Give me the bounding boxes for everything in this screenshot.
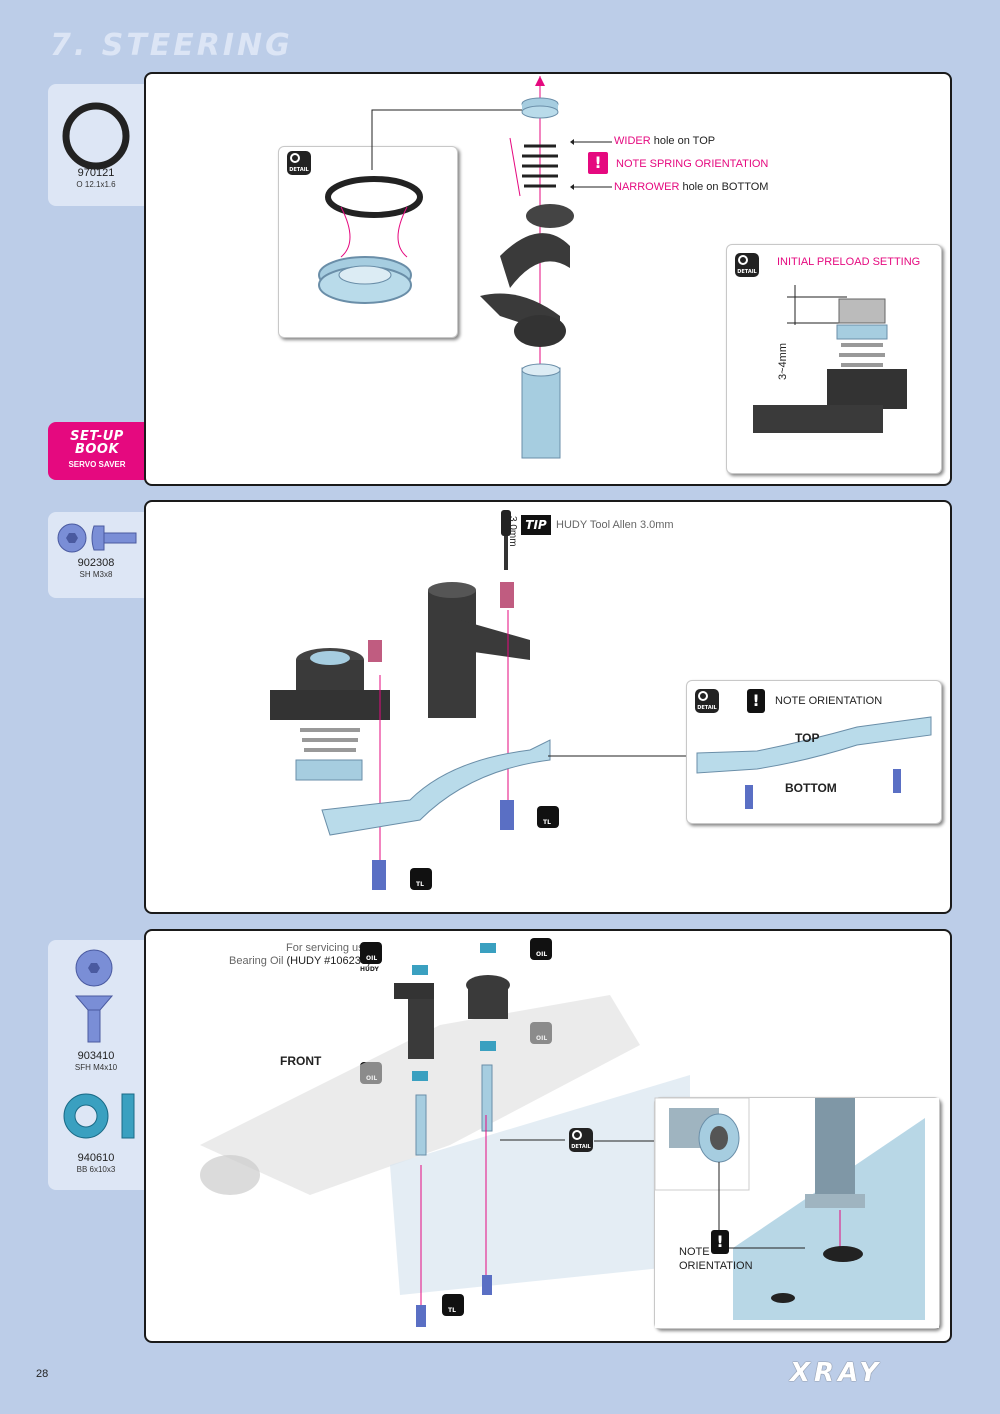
bottom-label: BOTTOM [785,781,837,795]
o-ring-icon [62,102,130,170]
link-leader-line [548,755,688,757]
threadlock-icon: TL [537,806,559,828]
tip-text: HUDY Tool Allen 3.0mm [556,519,674,531]
hudy-logo: HUDY [360,966,379,973]
setup-book-line2: BOOK [74,442,120,457]
part-desc: O 12.1x1.6 [76,180,116,189]
oil-icon: OIL [530,938,552,960]
part-code: 940610 [77,1152,115,1164]
preload-title: INITIAL PRELOAD SETTING [777,256,921,268]
part-desc: SFH M4x10 [74,1063,118,1072]
note-spring-orientation: NOTE SPRING ORIENTATION [616,158,769,170]
part-code: 902308 [77,557,115,569]
wider-hole-label: WIDER hole on TOP [614,135,716,147]
ball-bearing-icon [63,1093,135,1139]
tool-size-label: 3.0mm [507,516,518,547]
detail-icon: DETAIL [695,689,719,713]
part-desc: SH M3x8 [79,570,113,579]
callout-arrows [570,139,612,190]
warning-icon: ! [747,689,765,713]
detail-inset-post-orientation: ! NOTE ORIENTATION [654,1097,940,1329]
service-note-line2: Bearing Oil (HUDY #106230) [229,955,371,967]
preload-dimension: 3~4mm [777,343,789,380]
page-number: 28 [36,1368,49,1380]
detail-leader-line [594,1140,654,1142]
link-top-bottom-illustration [696,716,932,809]
threadlock-icon: TL [410,868,432,890]
preload-illustration [753,285,907,433]
detail-icon: DETAIL [569,1128,593,1152]
flat-head-screw-icon [74,949,114,1043]
detail-icon: DETAIL [287,151,311,175]
detail-inset-o-ring: DETAIL [278,146,458,338]
part-card-970121: 970121 O 12.1x1.6 [48,84,144,206]
front-label: FRONT [280,1054,322,1068]
part-desc: BB 6x10x3 [76,1165,116,1174]
o-ring-leader-line [371,109,522,170]
note-label: NOTE [679,1246,710,1258]
brand-logo: XRAY [790,1358,883,1388]
detail-icon: DETAIL [735,253,759,277]
post-orientation-illustration [654,1097,939,1328]
oil-icon: OIL [360,942,382,964]
warning-icon: ! [711,1230,729,1254]
socket-head-screw-icon [57,523,137,553]
part-code: 970121 [77,167,115,179]
servo-saver-exploded-stack [480,76,574,459]
setup-book-button[interactable]: SET-UP BOOK SERVO SAVER [48,422,146,480]
threadlock-icon: TL [442,1294,464,1316]
o-ring-on-nut-illustration [318,176,423,304]
part-card-903410-940610: 903410 SFH M4x10 940610 BB 6x10x3 [48,940,144,1190]
service-note-line1: For servicing use [286,942,370,954]
part-code: 903410 [77,1050,115,1062]
part-card-902308: 902308 SH M3x8 [48,512,144,598]
section-title: 7. STEERING [50,28,293,63]
tip-badge: TIP [521,515,551,535]
orientation-label: ORIENTATION [679,1260,753,1272]
allen-tool-icon [501,510,511,570]
setup-book-line1: SET-UP [70,429,124,444]
note-orientation: NOTE ORIENTATION [775,695,883,707]
warning-icon: ! [588,152,608,174]
top-label: TOP [795,731,820,745]
steering-assembly-illustration [270,582,551,890]
setup-book-caption: SERVO SAVER [68,460,126,469]
detail-inset-link-orientation: DETAIL ! NOTE ORIENTATION TOP BOTTOM [686,680,942,824]
narrower-hole-label: NARROWER hole on BOTTOM [614,181,769,193]
chassis-assembly-illustration [200,943,690,1327]
detail-inset-preload: DETAIL INITIAL PRELOAD SETTING 3~4mm [726,244,942,474]
